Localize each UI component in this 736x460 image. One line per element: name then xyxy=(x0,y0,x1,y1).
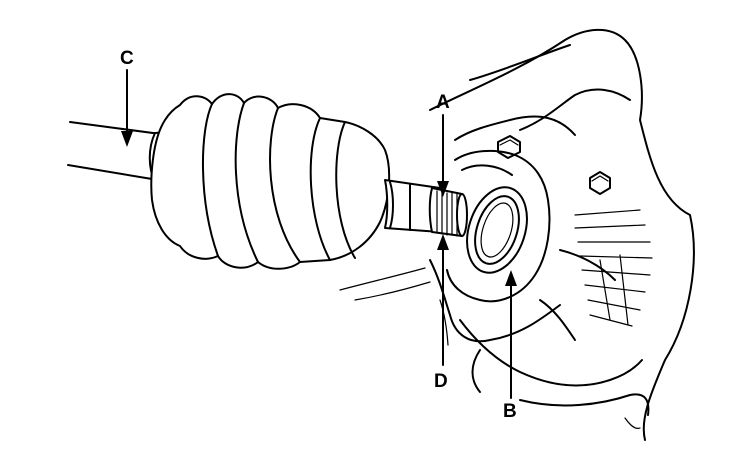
bolt-right xyxy=(589,171,611,195)
driveshaft-assembly xyxy=(67,93,468,270)
callout-d-arrow xyxy=(437,234,449,366)
callout-a-arrow xyxy=(437,114,449,197)
oil-seal xyxy=(466,186,528,274)
callout-label-c: C xyxy=(120,48,134,69)
callout-label-b: B xyxy=(503,401,517,422)
callout-c-arrow xyxy=(121,69,133,147)
callout-label-a: A xyxy=(436,92,450,113)
callout-b-arrow xyxy=(505,270,517,399)
callout-label-d: D xyxy=(434,371,448,392)
callout-arrows xyxy=(121,69,517,399)
